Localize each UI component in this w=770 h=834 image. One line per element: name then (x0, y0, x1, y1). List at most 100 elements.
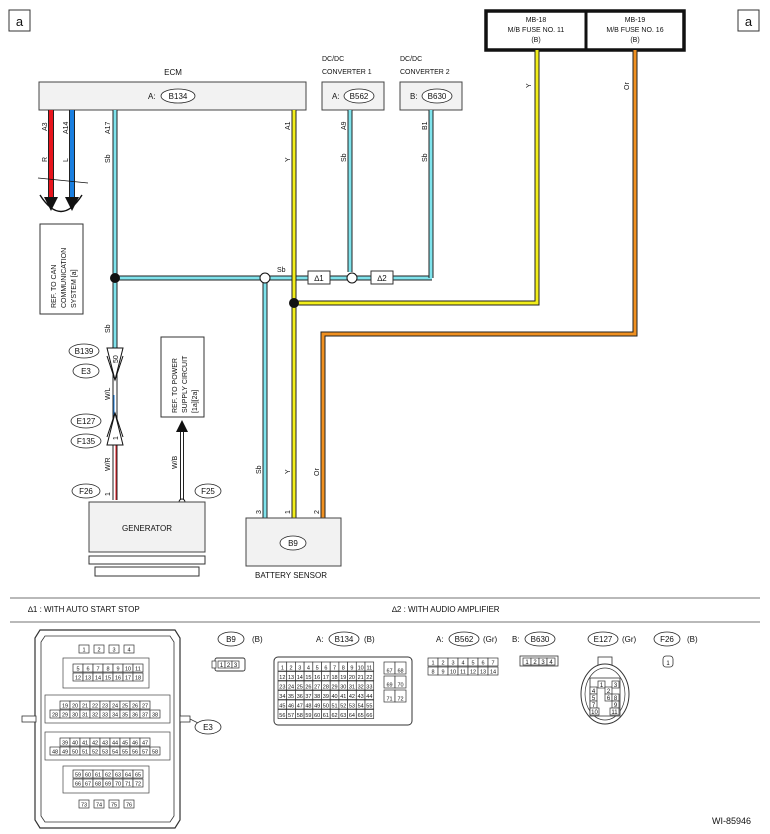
svg-text:[1a][2a]: [1a][2a] (192, 390, 199, 413)
svg-text:1: 1 (525, 660, 529, 666)
note-2: ∆2 : WITH AUDIO AMPLIFIER (392, 605, 500, 614)
pin-number: 2 (441, 661, 444, 667)
pin-number: 60 (85, 773, 91, 779)
pin-number: 28 (323, 685, 329, 691)
pin-cell (394, 661, 407, 675)
connector-view-b9: B9 (B) 1 2 3 (211, 631, 263, 672)
label-bat-y: Y (285, 469, 292, 474)
pin-number: 55 (122, 750, 128, 756)
splice-note-1: ∆1 (307, 270, 331, 285)
pin-number: 22 (92, 704, 98, 710)
svg-text:2: 2 (227, 663, 231, 669)
svg-text:B134: B134 (335, 635, 354, 644)
pin-number: 68 (397, 669, 403, 675)
label-a1-y: Y (285, 157, 292, 162)
pin-number: 19 (340, 675, 346, 681)
pin-number: 11 (135, 667, 141, 673)
pin-number: 34 (279, 694, 285, 700)
pin-number: 4 (461, 661, 464, 667)
pin-number: 36 (132, 713, 138, 719)
pin-number: 24 (288, 685, 294, 691)
pin-number: 46 (288, 704, 294, 710)
pin-cell (132, 778, 144, 788)
pin-number: 11 (460, 670, 466, 676)
svg-text:CONVERTER 2: CONVERTER 2 (400, 69, 450, 76)
pin-number: 20 (72, 704, 78, 710)
pin-cell (394, 689, 407, 703)
battery-sensor: B9 BATTERY SENSOR 3 1 2 (245, 510, 342, 580)
connector-view-f26: F26 (B) 1 (653, 631, 698, 668)
svg-text:4: 4 (549, 660, 553, 666)
pin-number: 43 (102, 741, 108, 747)
pin-number: 72 (397, 697, 403, 703)
pin-number: 65 (135, 773, 141, 779)
dcdc-converter-2: DC/DC CONVERTER 2 B: B630 (399, 56, 463, 111)
svg-text:M/B FUSE NO. 16: M/B FUSE NO. 16 (606, 27, 663, 34)
pin-number: 58 (152, 750, 158, 756)
pin-cell (123, 799, 135, 809)
pin-number: 50 (72, 750, 78, 756)
pin-number: 3 (451, 661, 454, 667)
connector-f135: F135 (70, 433, 102, 449)
pin-number: 45 (122, 741, 128, 747)
pin-number: 8 (342, 666, 345, 672)
label-a9-sb: Sb (341, 153, 348, 162)
pin-number: 18 (331, 675, 337, 681)
pin-number: 26 (305, 685, 311, 691)
pin-number: 6 (324, 666, 327, 672)
svg-text:10: 10 (591, 710, 598, 716)
pin-number: 59 (75, 773, 81, 779)
pin-number: 29 (331, 685, 337, 691)
svg-text:(B): (B) (531, 37, 540, 44)
pin-number: 1 (281, 666, 284, 672)
pin-number: 1 (82, 648, 85, 654)
pin-number: 16 (115, 676, 121, 682)
pin-cell (132, 663, 144, 673)
svg-text:(B): (B) (630, 37, 639, 44)
svg-text:(B): (B) (364, 635, 375, 644)
pin-number: 21 (82, 704, 88, 710)
pin-number: 44 (112, 741, 118, 747)
pin-number: 32 (358, 685, 364, 691)
pin-number: 26 (132, 704, 138, 710)
svg-text:5: 5 (592, 696, 596, 702)
label-a17-sb: Sb (105, 154, 112, 163)
connector-e3: E3 (72, 363, 100, 379)
svg-text:DC/DC: DC/DC (400, 56, 422, 63)
pin-number: 63 (340, 713, 346, 719)
dcdc-converter-1: DC/DC CONVERTER 1 A: B562 (321, 56, 385, 111)
pin-number: 33 (366, 685, 372, 691)
svg-text:A:: A: (332, 92, 340, 101)
pin-cell (78, 644, 90, 654)
corner-label-right: a (737, 9, 760, 32)
pin-number: 48 (52, 750, 58, 756)
pin-number: 7 (333, 666, 336, 672)
pin-number: 54 (358, 704, 364, 710)
pin-number: 25 (122, 704, 128, 710)
pin-number: 62 (105, 773, 111, 779)
pin-number: 8 (106, 667, 109, 673)
pin-cell (149, 709, 161, 719)
pin-number: 71 (386, 697, 392, 703)
svg-text:6: 6 (607, 696, 611, 702)
svg-text:3: 3 (614, 683, 618, 689)
svg-text:E127: E127 (77, 417, 96, 426)
svg-text:8: 8 (614, 696, 618, 702)
pin-number: 31 (349, 685, 355, 691)
pin-number: 43 (358, 694, 364, 700)
svg-text:SUPPLY CIRCUIT: SUPPLY CIRCUIT (182, 355, 189, 413)
pin-number: 66 (366, 713, 372, 719)
pin-number: 35 (288, 694, 294, 700)
pin-number: 58 (297, 713, 303, 719)
label-bus-sb: Sb (277, 267, 286, 274)
pin-number: 36 (297, 694, 303, 700)
ref-power-box: REF. TO POWER SUPPLY CIRCUIT [1a][2a] (160, 336, 205, 418)
pin-number: 13 (480, 670, 486, 676)
pin-number: 75 (111, 803, 117, 809)
pin-number: 46 (132, 741, 138, 747)
svg-text:B630: B630 (428, 92, 447, 101)
pin-number: 47 (297, 704, 303, 710)
pin-number: 9 (116, 667, 119, 673)
